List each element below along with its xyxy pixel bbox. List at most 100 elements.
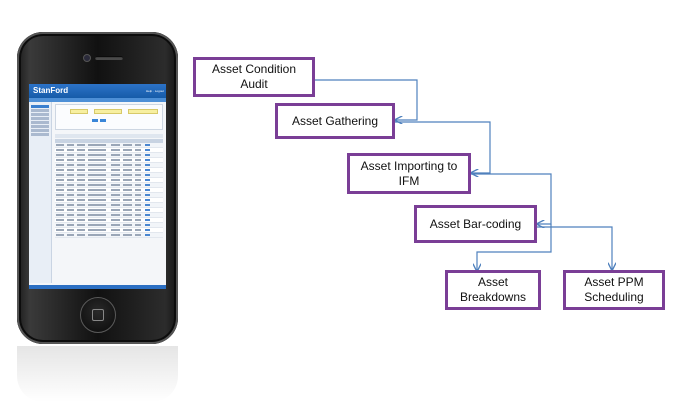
- table-cell: [77, 179, 85, 181]
- node-asset-importing: Asset Importing to IFM: [347, 153, 471, 194]
- filter-field[interactable]: [94, 109, 122, 114]
- sidebar-item[interactable]: [31, 117, 49, 120]
- table-cell: [135, 149, 141, 151]
- table-cell: [56, 154, 64, 156]
- table-cell: [145, 204, 150, 206]
- table-cell: [56, 189, 64, 191]
- speaker-grille: [95, 56, 123, 60]
- table-row[interactable]: [55, 148, 163, 153]
- table-cell: [135, 179, 141, 181]
- sidebar-item[interactable]: [31, 133, 49, 136]
- table-cell: [135, 174, 141, 176]
- connector-gathering-to-importing: [393, 121, 491, 173]
- sidebar-item[interactable]: [31, 125, 49, 128]
- table-row[interactable]: [55, 183, 163, 188]
- sidebar-item[interactable]: [31, 121, 49, 124]
- table-cell: [56, 219, 64, 221]
- table-cell: [135, 194, 141, 196]
- sidebar-item[interactable]: [31, 113, 49, 116]
- table-cell: [111, 164, 120, 166]
- table-cell: [67, 234, 74, 236]
- table-cell: [135, 159, 141, 161]
- connector-audit-to-gathering: [313, 79, 418, 120]
- table-row[interactable]: [55, 188, 163, 193]
- connector-barcoding-to-ppm: [537, 226, 612, 270]
- table-cell: [123, 229, 132, 231]
- table-row[interactable]: [55, 208, 163, 213]
- table-row[interactable]: [55, 163, 163, 168]
- table-row[interactable]: [55, 218, 163, 223]
- camera-icon: [83, 54, 91, 62]
- table-cell: [111, 214, 120, 216]
- app-sidebar: [29, 102, 52, 283]
- table-row[interactable]: [55, 203, 163, 208]
- table-cell: [135, 144, 141, 146]
- sidebar-item[interactable]: [31, 105, 49, 108]
- table-cell: [123, 174, 132, 176]
- table-cell: [77, 154, 85, 156]
- home-square-icon: [92, 309, 104, 321]
- table-cell: [67, 204, 74, 206]
- table-cell: [111, 174, 120, 176]
- table-cell: [67, 209, 74, 211]
- table-cell: [56, 144, 64, 146]
- connector-importing-to-barcoding: [468, 173, 552, 224]
- table-row[interactable]: [55, 213, 163, 218]
- table-cell: [145, 179, 150, 181]
- table-cell: [135, 164, 141, 166]
- table-cell: [56, 164, 64, 166]
- app-main: [52, 102, 166, 283]
- table-row[interactable]: [55, 223, 163, 228]
- table-cell: [56, 184, 64, 186]
- table-row[interactable]: [55, 158, 163, 163]
- connector-barcoding-to-breakdowns: [477, 224, 552, 271]
- table-cell: [123, 194, 132, 196]
- reset-button[interactable]: [100, 119, 106, 122]
- table-cell: [111, 154, 120, 156]
- app-header: StanFord Help · Logout: [29, 84, 166, 98]
- search-button[interactable]: [92, 119, 98, 122]
- table-cell: [56, 224, 64, 226]
- table-cell: [77, 144, 85, 146]
- table-cell: [77, 184, 85, 186]
- table-row[interactable]: [55, 143, 163, 148]
- table-row[interactable]: [55, 168, 163, 173]
- home-button[interactable]: [80, 297, 116, 333]
- table-cell: [111, 234, 120, 236]
- table-cell: [135, 209, 141, 211]
- table-row[interactable]: [55, 153, 163, 158]
- table-row[interactable]: [55, 228, 163, 233]
- table-cell: [67, 224, 74, 226]
- table-cell: [135, 154, 141, 156]
- table-cell: [88, 204, 106, 206]
- table-cell: [135, 229, 141, 231]
- table-cell: [77, 224, 85, 226]
- phone-screen: StanFord Help · Logout: [29, 84, 166, 289]
- table-cell: [67, 229, 74, 231]
- table-row[interactable]: [55, 193, 163, 198]
- table-cell: [123, 154, 132, 156]
- table-cell: [135, 199, 141, 201]
- table-cell: [56, 159, 64, 161]
- sidebar-item[interactable]: [31, 129, 49, 132]
- filter-field[interactable]: [70, 109, 88, 114]
- table-cell: [67, 144, 74, 146]
- table-cell: [88, 144, 106, 146]
- table-cell: [135, 214, 141, 216]
- table-cell: [145, 159, 150, 161]
- table-cell: [77, 219, 85, 221]
- sidebar-item[interactable]: [31, 109, 49, 112]
- table-cell: [135, 204, 141, 206]
- table-row[interactable]: [55, 178, 163, 183]
- table-cell: [111, 199, 120, 201]
- table-cell: [88, 229, 106, 231]
- table-row[interactable]: [55, 198, 163, 203]
- table-cell: [67, 149, 74, 151]
- table-cell: [88, 169, 106, 171]
- table-row[interactable]: [55, 233, 163, 238]
- app-header-links[interactable]: Help · Logout: [145, 89, 164, 93]
- table-row[interactable]: [55, 173, 163, 178]
- table-cell: [145, 184, 150, 186]
- app-subbar: [29, 98, 166, 102]
- filter-field[interactable]: [128, 109, 158, 114]
